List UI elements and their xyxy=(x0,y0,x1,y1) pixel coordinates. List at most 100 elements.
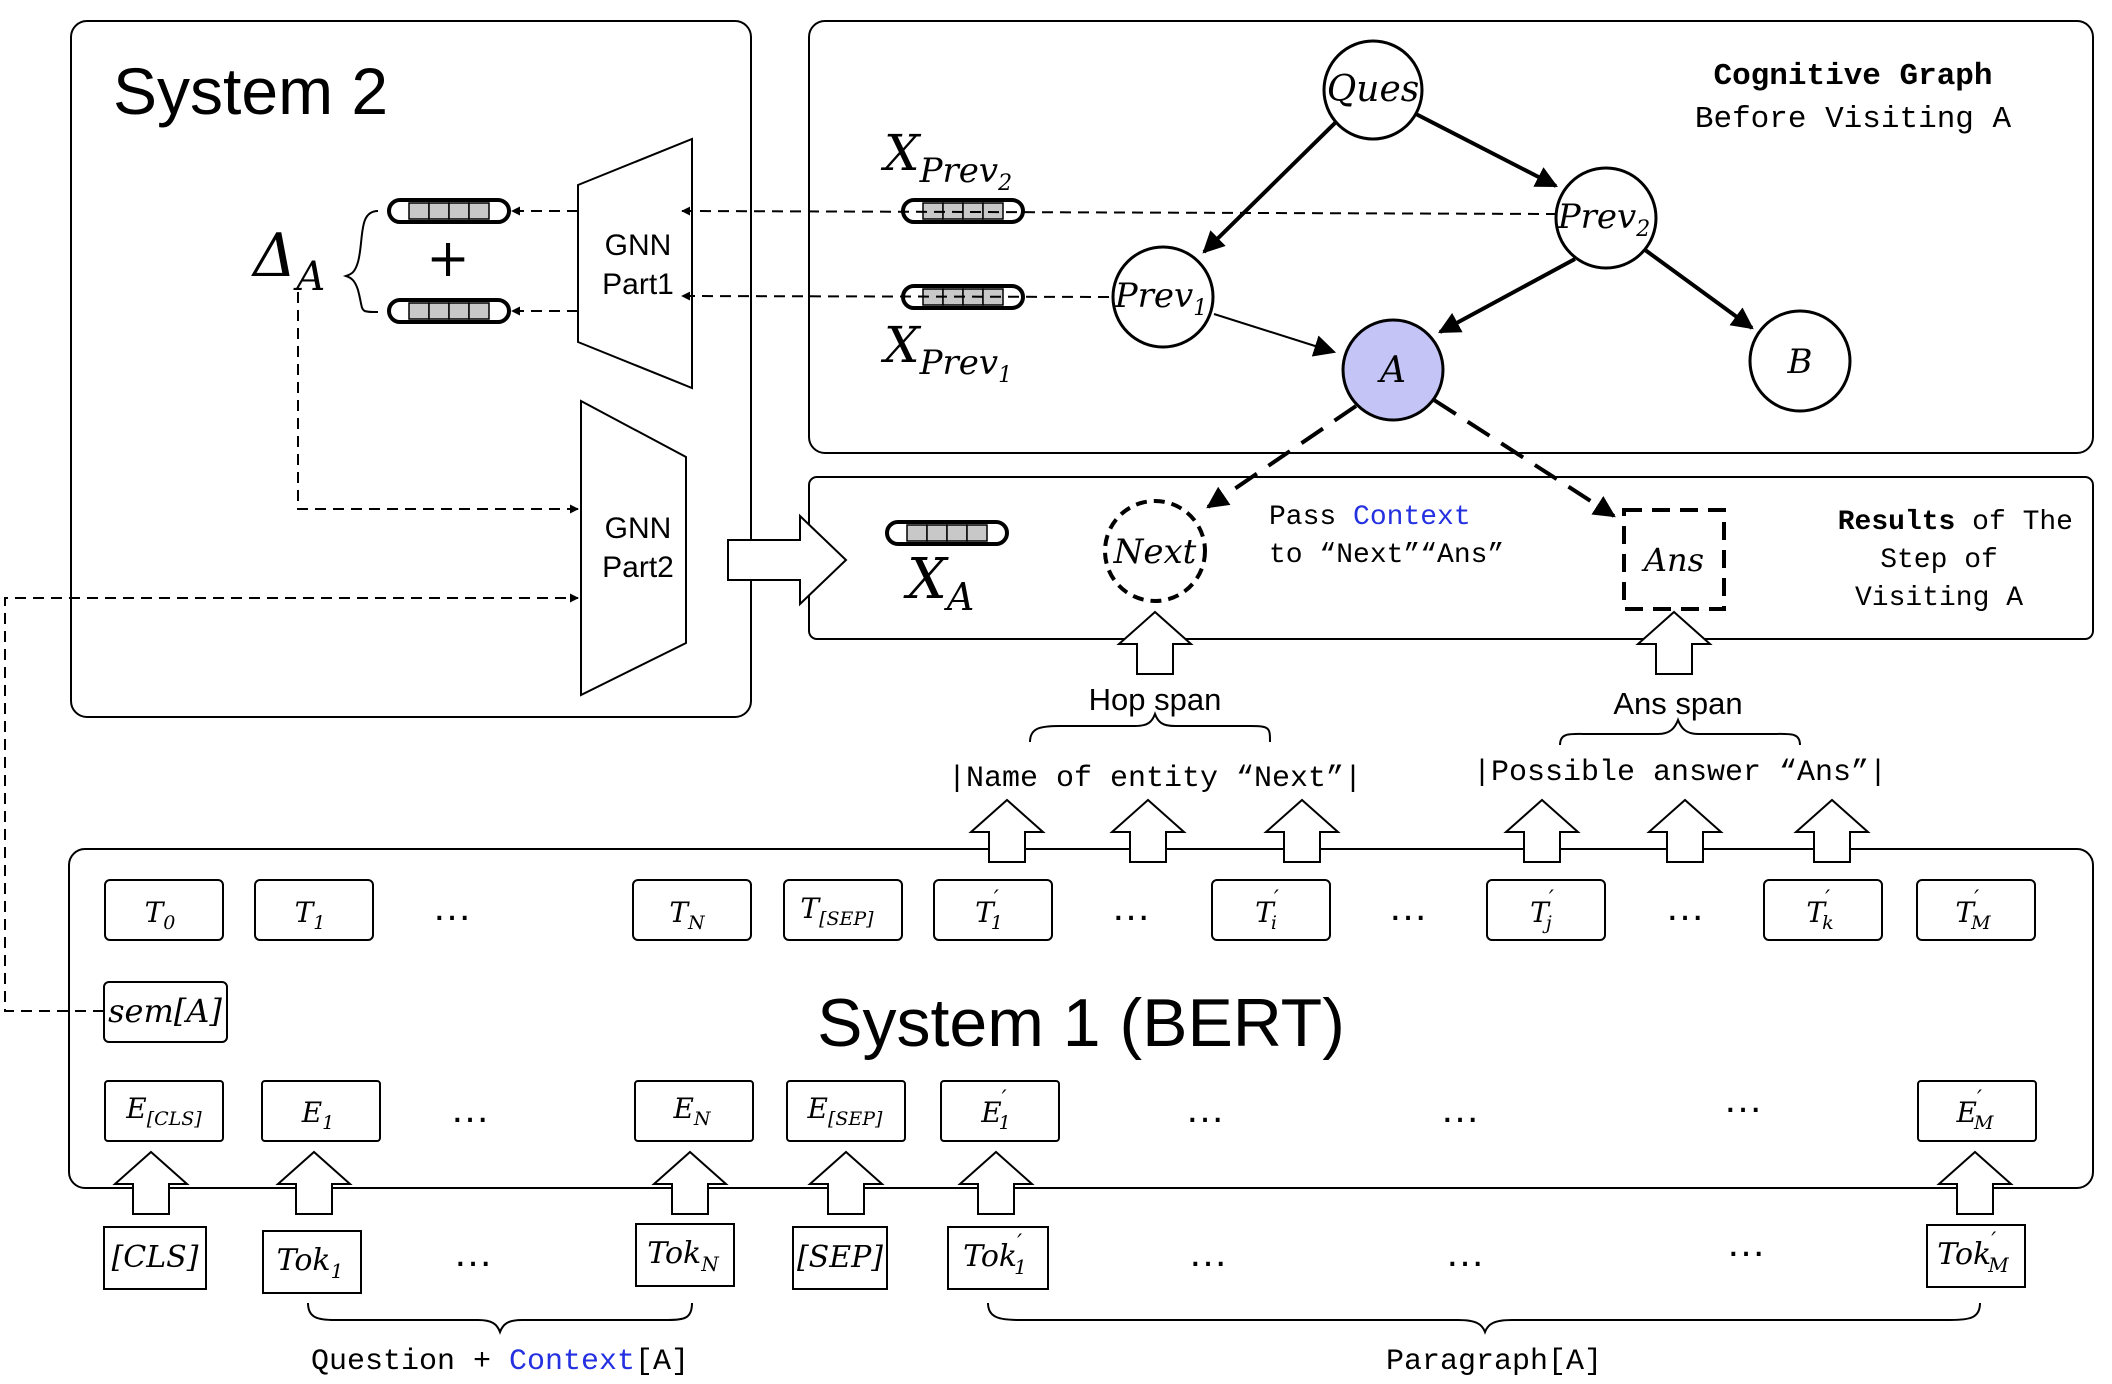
output-token-label: T′j xyxy=(1530,887,1554,934)
embedding-ellipsis: … xyxy=(1723,1077,1763,1121)
embedding-box xyxy=(261,1080,381,1142)
output-token-label: T[SEP] xyxy=(800,892,874,930)
entity-span-text: |Name of entity “Next”| xyxy=(948,762,1362,796)
pass-to-line: to “Next”“Ans” xyxy=(1269,540,1504,571)
x-a-label: XA xyxy=(903,547,974,619)
output-token-box xyxy=(783,879,903,941)
output-token-box xyxy=(632,879,752,941)
gnn-part2-line2: Part2 xyxy=(602,551,674,584)
embedding-box xyxy=(104,1080,224,1142)
embedding-label: EN xyxy=(672,1092,711,1130)
next-node-label: Next xyxy=(1113,532,1197,572)
pass-context-line: Pass Context xyxy=(1269,502,1471,533)
embedding-box xyxy=(1917,1080,2037,1142)
embedding-label: E′1 xyxy=(980,1087,1011,1134)
input-token-box xyxy=(1926,1224,2026,1288)
input-ellipsis: … xyxy=(453,1231,493,1275)
paragraph-brace xyxy=(987,1302,1981,1335)
input-token-label: Tok′1 xyxy=(963,1231,1027,1279)
paragraph-label: Paragraph[A] xyxy=(1386,1345,1602,1379)
ans-span-label: Ans span xyxy=(1613,686,1742,721)
edge-prev2-a xyxy=(1438,257,1576,334)
node-ques xyxy=(1322,39,1424,141)
output-token-box xyxy=(104,879,224,941)
question-brace xyxy=(307,1302,693,1335)
edge-prev1-a xyxy=(1213,313,1337,357)
output-token-label: T′k xyxy=(1806,887,1833,934)
node-a xyxy=(1341,318,1445,422)
embedding-label: E′M xyxy=(1956,1087,1994,1134)
delta-brace xyxy=(342,210,379,313)
input-token-box xyxy=(635,1223,735,1287)
embedding-ellipsis: … xyxy=(1185,1087,1225,1131)
input-token-box xyxy=(103,1226,207,1290)
node-prev2-label: Prev2 xyxy=(1557,197,1650,242)
gnn-part2-trapezoid xyxy=(580,399,687,697)
output-ellipsis: … xyxy=(1388,885,1428,929)
delta-a-label: ΔA xyxy=(251,221,325,300)
results-title-line3: Visiting A xyxy=(1855,583,2023,614)
input-ellipsis: … xyxy=(1726,1221,1766,1265)
ans-node xyxy=(1622,508,1726,611)
output-token-box xyxy=(1486,879,1606,941)
embedding-label: E[SEP] xyxy=(807,1092,884,1130)
embedding-label: E[CLS] xyxy=(125,1092,202,1130)
input-ellipsis: … xyxy=(1188,1231,1228,1275)
next-node xyxy=(1103,499,1207,603)
node-prev1 xyxy=(1111,245,1215,349)
embedding-ellipsis: … xyxy=(450,1087,490,1131)
embedding-ellipsis: … xyxy=(1440,1087,1480,1131)
node-ques-label: Ques xyxy=(1327,69,1419,110)
input-token-label: TokN xyxy=(647,1236,720,1276)
embedding-box xyxy=(634,1080,754,1142)
node-b-label: B xyxy=(1787,342,1813,382)
sem-a-label: sem[A] xyxy=(108,992,222,1030)
gnn-part1-trapezoid xyxy=(577,137,693,390)
hop-span-brace xyxy=(1029,711,1271,743)
gnn-part1-line1: GNN xyxy=(605,229,672,262)
output-token-row: T0 T1 … TN T[SEP] T′1 … T′i … T′j … T′k … xyxy=(104,879,2036,941)
input-token-label: Tok1 xyxy=(277,1243,344,1283)
input-token-label: Tok′M xyxy=(1937,1229,2009,1277)
edge-a-ans xyxy=(1432,398,1616,518)
node-prev2 xyxy=(1554,166,1658,270)
x-prev2-label: XPrev2 xyxy=(880,124,1012,196)
output-token-box xyxy=(254,879,374,941)
system2-title: System 2 xyxy=(113,54,388,128)
arrow-sem-to-gnn2 xyxy=(4,593,579,1012)
output-token-box xyxy=(1211,879,1331,941)
output-token-label: T′i xyxy=(1255,887,1279,934)
gnn-part2-line1: GNN xyxy=(605,512,672,545)
embedding-label: E1 xyxy=(301,1096,335,1134)
embedding-box xyxy=(786,1080,906,1142)
node-prev1-label: Prev1 xyxy=(1114,276,1207,321)
arrow-prev2-to-gnn1 xyxy=(681,206,1558,216)
output-token-box xyxy=(1763,879,1883,941)
output-token-label: T′M xyxy=(1955,887,1991,934)
edge-ques-prev1 xyxy=(1202,120,1338,254)
delta-vector-top xyxy=(387,198,511,224)
input-token-label: [SEP] xyxy=(797,1240,883,1275)
delta-plus: + xyxy=(426,229,470,289)
ans-span-brace xyxy=(1559,717,1801,746)
input-token-box xyxy=(947,1226,1049,1290)
node-a-label: A xyxy=(1377,350,1406,391)
output-ellipsis: … xyxy=(1111,885,1151,929)
question-context-label: Question + Context[A] xyxy=(311,1345,689,1379)
edge-a-next xyxy=(1206,404,1358,509)
embedding-box xyxy=(940,1080,1060,1142)
ans-node-label: Ans xyxy=(1641,541,1704,579)
delta-vector-bottom xyxy=(387,298,511,324)
x-a-vector xyxy=(885,520,1009,546)
output-token-box xyxy=(933,879,1053,941)
cognitive-graph-subtitle: Before Visiting A xyxy=(1695,102,2012,137)
results-title-line1: Results of The xyxy=(1838,507,2073,538)
input-token-box xyxy=(262,1230,362,1294)
input-token-box xyxy=(792,1226,888,1290)
arrow-delta-to-gnn2 xyxy=(297,292,579,514)
edge-prev2-b xyxy=(1639,245,1754,330)
x-prev1-label: XPrev1 xyxy=(880,316,1012,388)
edge-ques-prev2 xyxy=(1413,111,1558,188)
output-token-box xyxy=(1916,879,2036,941)
